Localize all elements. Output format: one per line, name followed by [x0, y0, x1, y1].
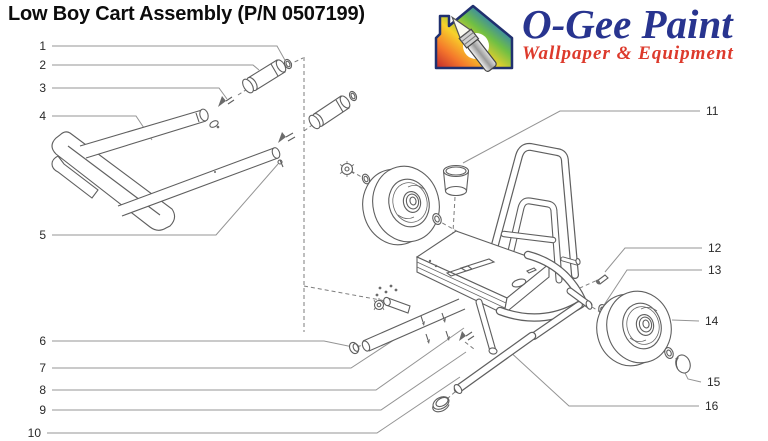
grip-socket [373, 296, 411, 314]
callout-11: 11 [706, 104, 719, 118]
page-title: Low Boy Cart Assembly (P/N 0507199) [8, 3, 365, 25]
retainer-ring-rear [348, 90, 358, 102]
screw-arrow-mid [278, 132, 296, 143]
rear-leg [453, 331, 537, 394]
callout-5: 5 [39, 228, 46, 242]
callout-10: 10 [28, 426, 42, 440]
wheel-front-assembly [339, 161, 442, 246]
logo-text: O-Gee Paint Wallpaper & Equipment [522, 2, 734, 64]
house-paintbrush-icon [434, 4, 514, 72]
front-leg [459, 298, 498, 355]
hub-cap [675, 354, 691, 374]
paintbrush [450, 15, 497, 72]
callout-8: 8 [39, 383, 46, 397]
foot-cap [432, 396, 450, 413]
wheel-rear-assembly [596, 290, 674, 367]
cup-part [442, 164, 470, 197]
callout-16: 16 [705, 399, 719, 413]
callout-14: 14 [705, 314, 719, 328]
callout-9: 9 [39, 403, 46, 417]
handle-assembly [51, 108, 284, 231]
callout-1: 1 [39, 39, 46, 53]
logo: O-Gee Paint Wallpaper & Equipment [426, 2, 734, 74]
leader-lines [47, 45, 702, 434]
screw-arrow-upper [218, 96, 235, 107]
frame-rails [495, 250, 593, 340]
callout-labels: 1 2 3 4 5 6 7 8 9 10 11 12 13 14 15 16 [28, 39, 722, 440]
grip-rear [308, 95, 351, 130]
callout-4: 4 [39, 109, 46, 123]
callout-3: 3 [39, 81, 46, 95]
callout-15: 15 [707, 375, 721, 389]
callout-6: 6 [39, 334, 46, 348]
front-rail-tube [361, 298, 466, 352]
callout-12: 12 [708, 241, 722, 255]
callout-7: 7 [39, 361, 46, 375]
logo-name: O-Gee Paint [522, 1, 733, 47]
mounting-screws [375, 284, 450, 344]
logo-tagline: Wallpaper & Equipment [522, 43, 734, 64]
grip-front [242, 59, 287, 94]
callout-13: 13 [708, 263, 722, 277]
ferrule [348, 341, 360, 355]
axle-pin [595, 274, 609, 285]
retainer-ring-front [283, 58, 293, 70]
callout-2: 2 [39, 58, 46, 72]
chassis-plate [415, 230, 551, 316]
